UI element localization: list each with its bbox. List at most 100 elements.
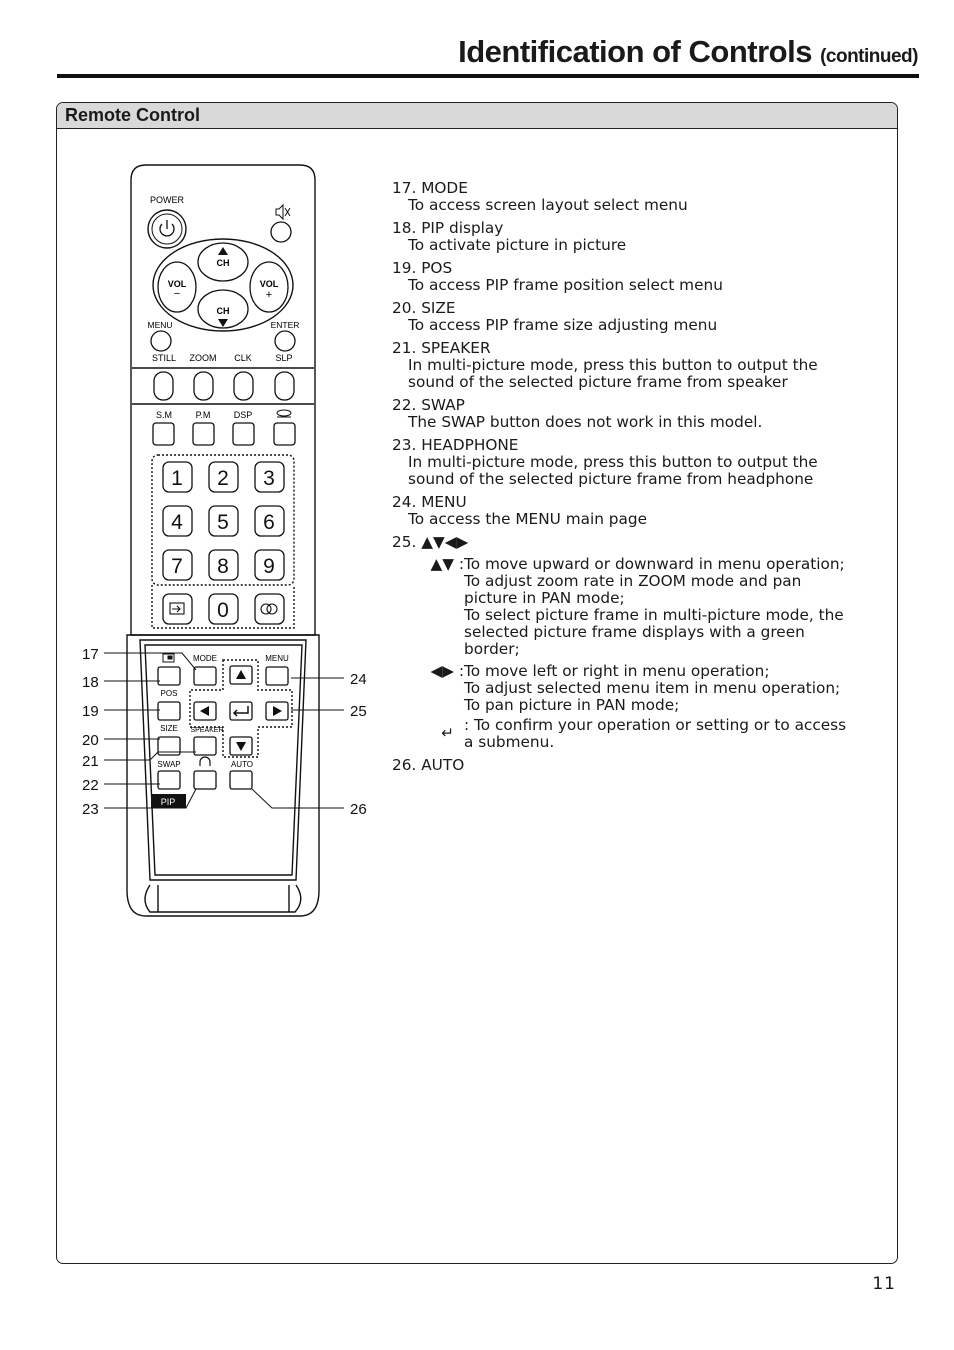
arrow-up-icon xyxy=(236,670,246,679)
ch-down-button[interactable] xyxy=(197,289,249,329)
slp-label: SLP xyxy=(275,353,292,363)
pos-label: POS xyxy=(161,689,178,698)
vol-up-label: VOL xyxy=(260,279,279,289)
callout-25: 25 xyxy=(350,703,367,720)
leftright-arrows-icon: ◀▶ : xyxy=(430,662,464,680)
sm-button[interactable] xyxy=(152,422,175,446)
mute-button[interactable] xyxy=(270,221,292,243)
item-26-heading: 26. AUTO xyxy=(392,756,465,774)
updown-line-5: selected picture frame displays with a g… xyxy=(464,623,805,641)
page-title-continued: (continued) xyxy=(820,46,918,67)
arrow-up-button[interactable] xyxy=(229,665,253,685)
menu-label-top: MENU xyxy=(147,320,172,330)
item-17-body: To access screen layout select menu xyxy=(408,196,688,214)
arrow-left-button[interactable] xyxy=(193,701,217,721)
callout-24: 24 xyxy=(350,671,367,688)
item-19-heading: 19. POS xyxy=(392,259,453,277)
mode-button[interactable] xyxy=(193,666,217,686)
enter-arrow-icon xyxy=(232,706,249,717)
digit-9-button[interactable] xyxy=(254,549,285,581)
digit-0-button[interactable] xyxy=(208,593,239,625)
speaker-button[interactable] xyxy=(193,736,217,756)
clk-label: CLK xyxy=(234,353,252,363)
zoom-button[interactable] xyxy=(193,371,214,401)
digit-1-button[interactable] xyxy=(162,461,193,493)
size-button[interactable] xyxy=(157,736,181,756)
swap-button[interactable] xyxy=(157,770,181,790)
digit-2-button[interactable] xyxy=(208,461,239,493)
clk-button[interactable] xyxy=(233,371,254,401)
updown-line-2: To adjust zoom rate in ZOOM mode and pan xyxy=(464,572,802,590)
slp-button[interactable] xyxy=(274,371,295,401)
arrow-right-button[interactable] xyxy=(265,701,289,721)
input-button[interactable] xyxy=(162,593,193,625)
control-descriptions: 17. MODE To access screen layout select … xyxy=(392,180,892,780)
arrow-down-button[interactable] xyxy=(229,736,253,756)
remote-control-section: Remote Control xyxy=(56,102,898,1264)
pos-button[interactable] xyxy=(157,701,181,721)
headphone-button[interactable] xyxy=(193,770,217,790)
ch-up-button[interactable] xyxy=(197,242,249,282)
digit-7-button[interactable] xyxy=(162,549,193,581)
vol-up-button[interactable] xyxy=(249,261,289,313)
size-label: SIZE xyxy=(160,724,178,733)
digit-0-label: 0 xyxy=(217,599,229,622)
power-label: POWER xyxy=(150,195,185,205)
item-22-heading: 22. SWAP xyxy=(392,396,465,414)
pip-display-icon xyxy=(162,653,175,663)
power-button[interactable] xyxy=(147,209,187,249)
item-21-body-line1: In multi-picture mode, press this button… xyxy=(408,356,818,374)
digit-5-button[interactable] xyxy=(208,505,239,537)
zoom-label: ZOOM xyxy=(190,353,217,363)
leftright-line-2: To adjust selected menu item in menu ope… xyxy=(464,679,841,697)
item-20-body: To access PIP frame size adjusting menu xyxy=(408,316,718,334)
digit-4-button[interactable] xyxy=(162,505,193,537)
digit-3-button[interactable] xyxy=(254,461,285,493)
digit-8-button[interactable] xyxy=(208,549,239,581)
auto-label: AUTO xyxy=(231,760,253,769)
item-17: 17. MODE To access screen layout select … xyxy=(392,180,892,214)
item-20: 20. SIZE To access PIP frame size adjust… xyxy=(392,300,892,334)
digit-5-label: 5 xyxy=(217,511,229,534)
updown-line-6: border; xyxy=(464,640,520,658)
menu-button-top[interactable] xyxy=(150,330,172,352)
callout-22: 22 xyxy=(82,777,99,794)
item-25: 25. ▲▼◀▶ ▲▼ : To move upward or downward… xyxy=(392,534,892,751)
still-label: STILL xyxy=(152,353,176,363)
item-22-body: The SWAP button does not work in this mo… xyxy=(408,413,763,431)
item-21-body-line2: sound of the selected picture frame from… xyxy=(408,373,788,391)
updown-line-1: To move upward or downward in menu opera… xyxy=(464,555,845,573)
auto-button[interactable] xyxy=(229,770,253,790)
enter-button[interactable] xyxy=(274,330,296,352)
item-25-leftright: ◀▶ : To move left or right in menu opera… xyxy=(392,663,892,714)
digit-3-label: 3 xyxy=(263,467,275,490)
digit-9-label: 9 xyxy=(263,555,275,578)
menu-button[interactable] xyxy=(265,666,289,686)
digit-6-button[interactable] xyxy=(254,505,285,537)
callout-17: 17 xyxy=(82,646,99,663)
still-button[interactable] xyxy=(153,371,174,401)
arrow-enter-button[interactable] xyxy=(229,701,253,721)
pip-badge-label: PIP xyxy=(161,797,176,807)
vol-down-label: VOL xyxy=(168,279,187,289)
vol-down-button[interactable] xyxy=(157,261,197,313)
tv-source-icon xyxy=(276,409,292,418)
item-24-body: To access the MENU main page xyxy=(408,510,647,528)
callout-23: 23 xyxy=(82,801,99,818)
item-25-heading: 25. ▲▼◀▶ xyxy=(392,533,469,551)
dual-button[interactable] xyxy=(254,593,285,625)
item-22: 22. SWAP The SWAP button does not work i… xyxy=(392,397,892,431)
pip-display-button[interactable] xyxy=(157,666,181,686)
item-19: 19. POS To access PIP frame position sel… xyxy=(392,260,892,294)
pm-button[interactable] xyxy=(192,422,215,446)
dsp-button[interactable] xyxy=(232,422,255,446)
tv-button[interactable] xyxy=(273,422,296,446)
enter-icon: ↵ xyxy=(441,724,454,742)
callout-26: 26 xyxy=(350,801,367,818)
digit-8-label: 8 xyxy=(217,555,229,578)
arrow-right-icon xyxy=(273,706,282,716)
ch-down-label: CH xyxy=(217,306,230,316)
item-24-heading: 24. MENU xyxy=(392,493,467,511)
item-17-heading: 17. MODE xyxy=(392,179,468,197)
